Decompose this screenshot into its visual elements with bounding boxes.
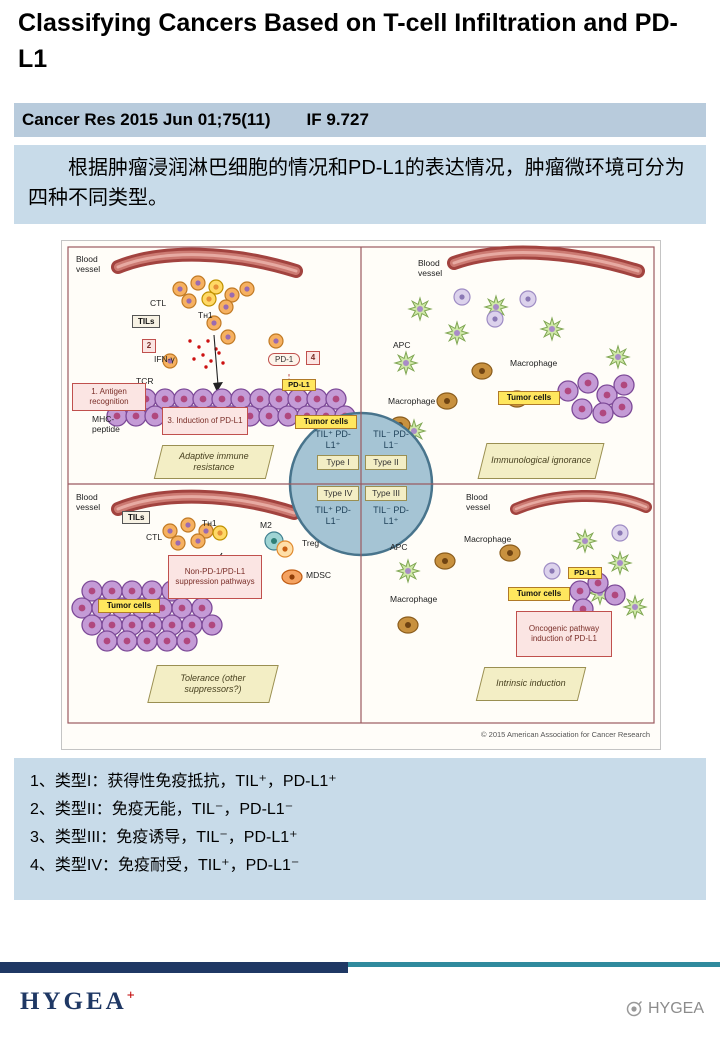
citation-source: Cancer Res 2015 Jun 01;75(11) [22, 110, 271, 129]
citation-bar: Cancer Res 2015 Jun 01;75(11) IF 9.727 [14, 103, 706, 137]
q1-pdl1-badge: PD-L1 [282, 379, 316, 391]
summary-item-4: 4、类型IV：免疫耐受，TIL⁺，PD-L1⁻ [30, 857, 300, 874]
q1-banner-label: Adaptive immune resistance [179, 450, 249, 472]
footer-teal-bar [348, 962, 720, 967]
logo-text: HYGEA [20, 988, 127, 1015]
center-til-pdl1-bottom-right: TIL⁻ PD-L1⁺ [373, 505, 409, 527]
center-til-pdl1-top-right: TIL⁻ PD-L1⁻ [373, 429, 409, 451]
logo-plus-mark: + [126, 988, 135, 1004]
q4-pdl1-badge: PD-L1 [568, 567, 602, 579]
summary-item-1: 1、类型I：获得性免疫抵抗，TIL⁺，PD-L1⁺ [30, 773, 337, 790]
figure-panel: Blood vessel CTL TILs Tʜ1 2 IFN-γ TCR 1.… [61, 240, 661, 750]
summary-item-2: 2、类型II：免疫无能，TIL⁻，PD-L1⁻ [30, 801, 294, 818]
type-iv-badge: Type IV [317, 486, 359, 501]
q3-banner-tolerance: Tolerance (other suppressors?) [147, 665, 279, 703]
q4-blood-vessel-label: Blood vessel [466, 492, 491, 512]
q1-banner-adaptive-immune-resistance: Adaptive immune resistance [153, 445, 275, 479]
figure-copyright: © 2015 American Association for Cancer R… [481, 730, 650, 739]
camera-lens-icon [626, 1000, 643, 1017]
type-iii-badge: Type III [365, 486, 407, 501]
q3-tumor-cells-badge: Tumor cells [98, 599, 160, 613]
summary-item-3: 3、类型III：免疫诱导，TIL⁻，PD-L1⁺ [30, 829, 298, 846]
q4-tumor-cells-badge: Tumor cells [508, 587, 570, 601]
q1-tumor-cells-badge: Tumor cells [295, 415, 357, 429]
q4-macrophage-label-1: Macrophage [464, 534, 512, 544]
q3-blood-vessel-label: Blood vessel [76, 492, 101, 512]
q3-blood-vessel-shape [111, 489, 301, 520]
q3-ctl-label: CTL [146, 532, 163, 542]
q3-th1-label: Tʜ1 [202, 518, 217, 528]
q1-ctl-label: CTL [150, 298, 167, 308]
summary-box: 1、类型I：获得性免疫抵抗，TIL⁺，PD-L1⁺ 2、类型II：免疫无能，TI… [14, 758, 706, 900]
q1-induction-box: 3. Induction of PD-L1 [162, 407, 248, 435]
q3-banner-label: Tolerance (other suppressors?) [180, 672, 246, 694]
q3-treg-label: Treg [302, 538, 320, 548]
q4-banner-label: Intrinsic induction [496, 678, 566, 689]
q1-th1-label: Tʜ1 [198, 310, 213, 320]
q3-suppression-pathways-box: Non-PD-1/PD-L1 suppression pathways [168, 555, 262, 599]
watermark-text: HYGEA [647, 1000, 704, 1017]
q1-blood-vessel-shape [111, 247, 303, 278]
q3-tils-box: TILs [122, 511, 151, 524]
page-title: Classifying Cancers Based on T-cell Infi… [18, 9, 678, 73]
center-til-pdl1-bottom-left: TIL⁺ PD-L1⁻ [315, 505, 351, 527]
q4-blood-vessel-shape [510, 490, 652, 515]
q3-m2-label: M2 [260, 520, 272, 530]
impact-factor: IF 9.727 [306, 110, 369, 129]
q1-mhc-peptide-label: MHC-peptide [92, 414, 120, 434]
q4-macrophage-label-2: Macrophage [390, 594, 438, 604]
q1-step-2-badge: 2 [142, 339, 156, 353]
q3-mdsc-label: MDSC [306, 570, 332, 580]
q2-banner-immunological-ignorance: Immunological ignorance [477, 443, 605, 479]
q2-blood-vessel-shape [447, 245, 645, 278]
watermark: HYGEA [625, 1000, 704, 1018]
q1-step-4-badge: 4 [306, 351, 320, 365]
q4-oncogenic-induction-box: Oncogenic pathway induction of PD-L1 [516, 611, 612, 657]
q1-ifn-gamma-label: IFN-γ [154, 354, 175, 364]
type-ii-badge: Type II [365, 455, 407, 470]
q1-blood-vessel-label: Blood vessel [76, 254, 101, 274]
q2-banner-label: Immunological ignorance [490, 455, 592, 466]
q2-macrophage-label-1: Macrophage [510, 358, 558, 368]
type-i-badge: Type I [317, 455, 359, 470]
figure-graphic [67, 245, 655, 724]
q2-blood-vessel-label: Blood vessel [418, 258, 443, 278]
q2-apc-label: APC [393, 340, 411, 350]
q2-macrophage-label-2: Macrophage [388, 396, 436, 406]
q4-apc-label: APC [390, 542, 408, 552]
hygea-logo: HYGEA+ [20, 988, 135, 1016]
q1-tils-box: TILs [132, 315, 161, 328]
q1-antigen-recognition-box: 1. Antigen recognition [72, 383, 146, 411]
intro-text: 根据肿瘤浸润淋巴细胞的情况和PD-L1的表达情况，肿瘤微环境可分为四种不同类型。 [14, 145, 706, 224]
q4-banner-intrinsic-induction: Intrinsic induction [475, 667, 587, 701]
q2-tumor-cells-badge: Tumor cells [498, 391, 560, 405]
footer-navy-bar [0, 962, 348, 973]
center-til-pdl1-top-left: TIL⁺ PD-L1⁺ [315, 429, 351, 451]
q1-pd1-badge: PD-1 [268, 353, 301, 366]
q1-tcr-label: TCR [136, 376, 154, 386]
